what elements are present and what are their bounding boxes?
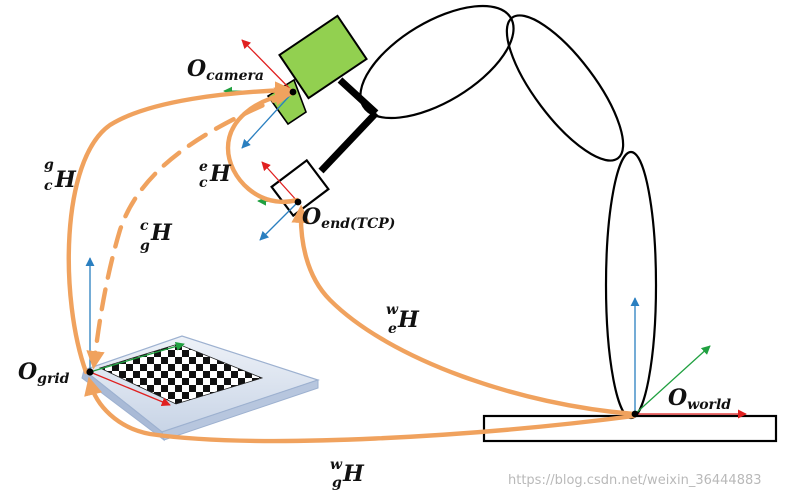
svg-text:H: H — [209, 161, 232, 187]
label-h-end-camera: e c H — [199, 159, 232, 191]
arc-end-to-camera — [225, 87, 300, 204]
calibration-grid — [81, 335, 320, 442]
svg-text:c: c — [140, 218, 149, 234]
camera-axis-x — [241, 39, 294, 93]
robot-link-lower — [604, 150, 658, 420]
label-o-camera: Ocamera — [187, 56, 264, 84]
origin-world-point — [631, 410, 639, 418]
svg-text:c: c — [199, 175, 208, 191]
arc-grid-to-camera — [66, 81, 294, 375]
grid-checkerboard — [98, 343, 264, 405]
label-o-grid: Ogrid — [18, 359, 70, 387]
svg-text:g: g — [140, 238, 150, 254]
svg-text:H: H — [342, 461, 365, 487]
svg-text:H: H — [150, 220, 173, 246]
wrist-link-a — [337, 77, 379, 116]
label-h-grid-camera: g c H — [44, 157, 77, 194]
grid-axis-x — [89, 371, 171, 407]
svg-text:e: e — [388, 321, 397, 337]
origin-end-point — [294, 198, 302, 206]
camera-body — [278, 14, 368, 100]
svg-text:c: c — [44, 178, 53, 194]
label-h-world-grid: w g H — [330, 457, 365, 491]
label-h-camera-grid: c g H — [140, 218, 173, 254]
label-h-world-end: w e H — [386, 302, 420, 337]
svg-text:w: w — [330, 457, 343, 473]
end-axis-z — [259, 201, 299, 241]
robot-arm — [359, 4, 658, 420]
watermark-text: https://blog.csdn.net/weixin_36444883 — [508, 473, 762, 488]
grid-plate-side — [81, 369, 165, 442]
svg-text:H: H — [397, 307, 420, 333]
svg-text:w: w — [386, 302, 399, 318]
svg-text:g: g — [332, 475, 342, 491]
svg-text:H: H — [54, 167, 77, 193]
origin-camera-point — [289, 88, 297, 96]
grid-axis-y — [89, 341, 185, 373]
arc-world-to-grid — [84, 376, 637, 444]
world-axis-y — [634, 345, 711, 415]
end-axis-x — [261, 161, 299, 203]
transform-arcs — [66, 81, 637, 444]
label-o-world: Oworld — [668, 385, 731, 413]
origin-grid-point — [86, 368, 94, 376]
robot-link-elbow — [505, 14, 625, 162]
svg-text:g: g — [44, 157, 54, 173]
axes-world — [630, 297, 747, 419]
svg-text:e: e — [199, 159, 208, 175]
arc-camera-to-grid — [86, 90, 295, 370]
label-o-end: Oend(TCP) — [302, 204, 395, 232]
wrist-link-b — [318, 110, 379, 174]
arc-world-to-end — [291, 204, 637, 417]
